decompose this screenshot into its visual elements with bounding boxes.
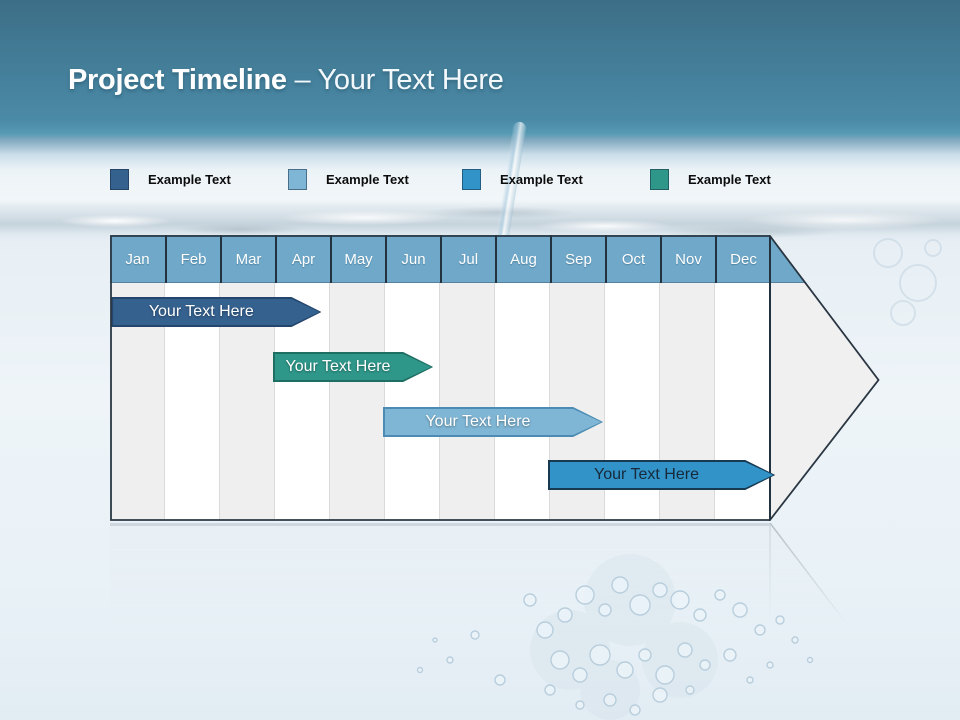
legend-swatch-lightblue	[288, 168, 307, 190]
legend-label-4: Example Text	[688, 171, 771, 187]
slide-title[interactable]: Project Timeline – Your Text Here	[68, 60, 504, 100]
legend: Example Text Example Text Example Text E…	[0, 166, 960, 194]
timeline-bar-1[interactable]: Your Text Here	[111, 297, 321, 327]
legend-label-3: Example Text	[500, 171, 583, 187]
legend-item-3[interactable]: Example Text	[462, 166, 583, 192]
legend-label-1: Example Text	[148, 171, 231, 187]
legend-swatch-navy	[110, 168, 129, 190]
slide-title-sub: – Your Text Here	[294, 64, 504, 96]
timeline-bar-label: Your Text Here	[425, 413, 531, 430]
legend-item-1[interactable]: Example Text	[110, 166, 231, 192]
legend-item-2[interactable]: Example Text	[288, 166, 409, 192]
timeline-bar-label: Your Text Here	[148, 303, 254, 320]
timeline-bar-4[interactable]: Your Text Here	[548, 460, 775, 490]
legend-swatch-blue	[462, 168, 481, 190]
timeline-bar-label: Your Text Here	[285, 358, 391, 375]
timeline-bar-label: Your Text Here	[594, 466, 699, 483]
slide-title-main: Project Timeline	[68, 64, 287, 96]
timeline-bar-2[interactable]: Your Text Here	[273, 352, 433, 382]
legend-label-2: Example Text	[326, 171, 409, 187]
legend-item-4[interactable]: Example Text	[650, 166, 771, 192]
bubbles-graphic	[416, 554, 814, 720]
timeline-bar-3[interactable]: Your Text Here	[383, 407, 603, 437]
legend-swatch-teal	[650, 168, 669, 190]
